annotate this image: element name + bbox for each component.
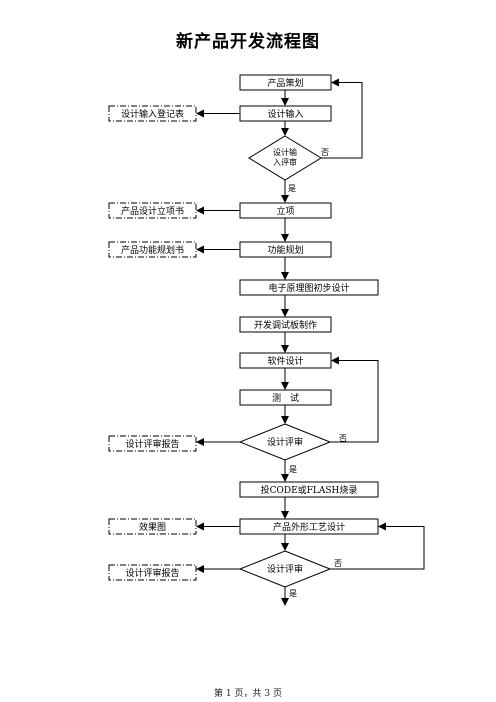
process-label: 功能规划 xyxy=(267,244,303,256)
doc-design-review-report-2: 设计评审报告 xyxy=(108,564,197,581)
decision-design-review-1: 设计评审 xyxy=(238,423,332,461)
doc-label: 设计评审报告 xyxy=(125,438,179,450)
doc-rendering: 效果图 xyxy=(108,518,197,535)
process-box-schematic-design: 电子原理图初步设计 xyxy=(239,279,379,296)
decision-label-line2: 入评审 xyxy=(273,157,297,167)
doc-design-review-report-1: 设计评审报告 xyxy=(108,435,197,452)
no-label: 否 xyxy=(339,434,347,443)
page-footer: 第 1 页，共 3 页 xyxy=(214,689,282,699)
decision-label: 设计评审 xyxy=(267,436,303,448)
process-box-appearance-design: 产品外形工艺设计 xyxy=(239,518,379,535)
process-label: 设计输入 xyxy=(267,108,303,120)
process-box-test: 测 试 xyxy=(239,389,332,406)
process-label: 开发调试板制作 xyxy=(254,319,317,331)
process-box-function-planning: 功能规划 xyxy=(239,241,332,258)
doc-label: 设计评审报告 xyxy=(125,567,179,579)
process-box-design-input: 设计输入 xyxy=(239,105,332,122)
process-box-code-flash: 投CODE或FLASH烧录 xyxy=(239,481,379,498)
process-box-software-design: 软件设计 xyxy=(239,352,332,369)
doc-label: 产品设计立项书 xyxy=(121,205,184,217)
doc-label: 产品功能规划书 xyxy=(121,244,184,256)
doc-project-approval-letter: 产品设计立项书 xyxy=(108,202,197,219)
process-label: 软件设计 xyxy=(267,355,303,367)
doc-design-input-record: 设计输入登记表 xyxy=(108,105,197,122)
loop-back-arrow xyxy=(330,356,379,443)
process-box-debug-board: 开发调试板制作 xyxy=(239,316,332,333)
process-label: 电子原理图初步设计 xyxy=(268,282,349,294)
process-label: 产品外形工艺设计 xyxy=(273,521,345,533)
process-label: 产品策划 xyxy=(267,77,303,89)
loop-back-arrow xyxy=(330,522,425,570)
page-title: 新产品开发流程图 xyxy=(176,32,320,52)
yes-label: 是 xyxy=(289,589,297,598)
no-label: 否 xyxy=(321,148,329,157)
process-label: 测 试 xyxy=(272,392,299,404)
doc-label: 设计输入登记表 xyxy=(121,108,184,120)
flow-arrows xyxy=(196,78,425,606)
decision-label-line1: 设计输 xyxy=(273,147,297,157)
doc-label: 效果图 xyxy=(139,521,166,533)
yes-label: 是 xyxy=(288,184,296,193)
decision-label: 设计评审 xyxy=(267,563,303,575)
decision-design-review-2: 设计评审 xyxy=(238,550,332,588)
no-label: 否 xyxy=(334,559,342,568)
process-label: 立项 xyxy=(276,205,294,217)
loop-back-arrow xyxy=(321,78,363,159)
yes-label: 是 xyxy=(289,465,297,474)
process-box-product-planning: 产品策划 xyxy=(239,74,332,91)
doc-function-planning-letter: 产品功能规划书 xyxy=(108,241,197,258)
decision-design-input-review: 设计输 入评审 xyxy=(248,135,322,181)
process-box-project-approval: 立项 xyxy=(239,202,332,219)
process-label: 投CODE或FLASH烧录 xyxy=(261,484,358,496)
